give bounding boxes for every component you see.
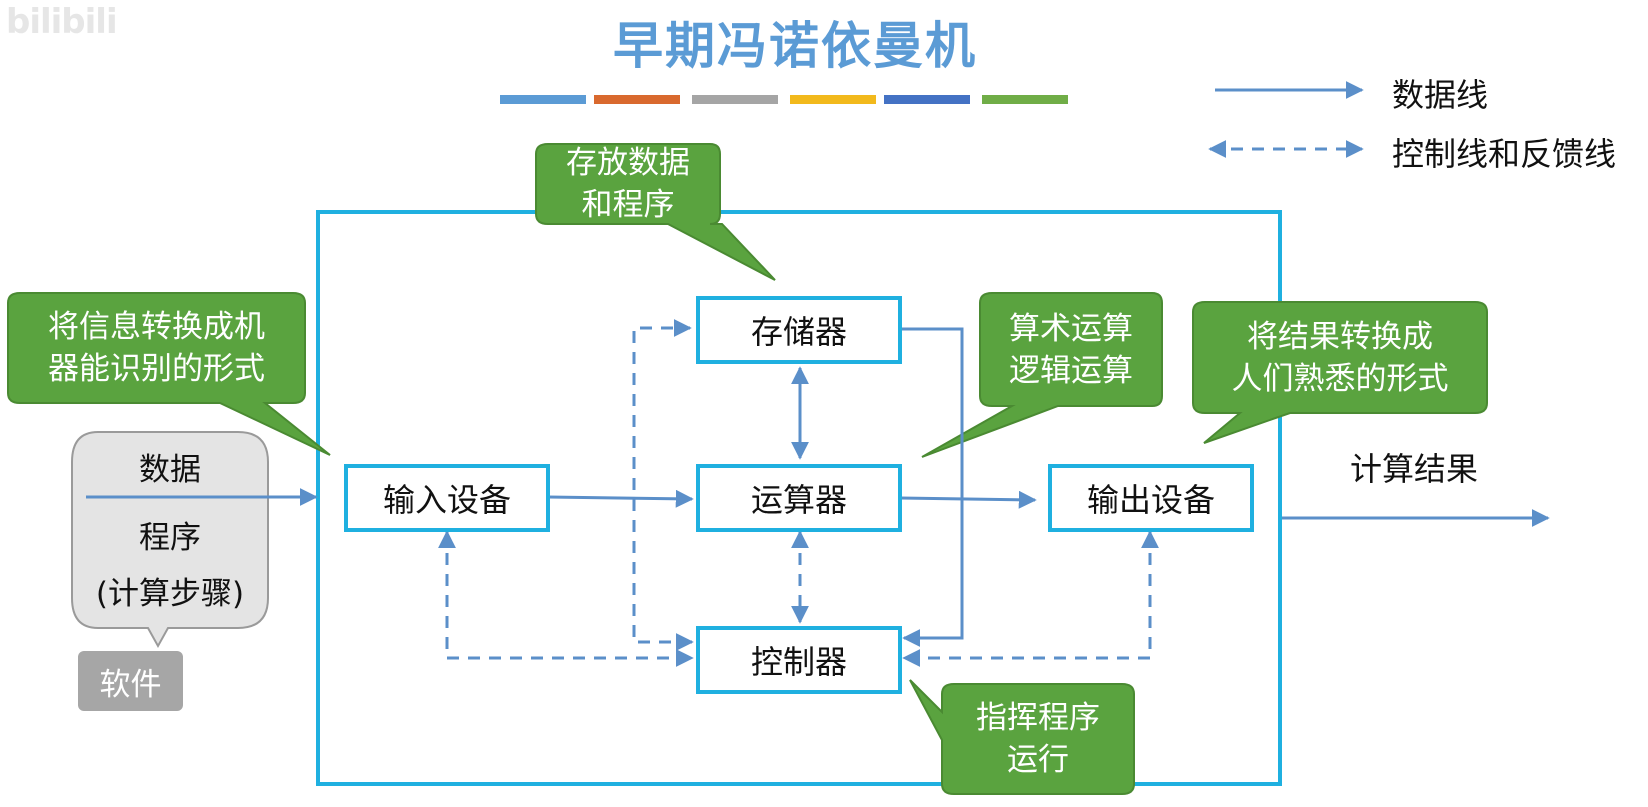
callout-controller-shape [909, 679, 1135, 795]
callout-controller-text: 指挥程序 运行 [976, 700, 1100, 778]
callout-alu-shape [921, 292, 1163, 458]
control-line-controller-input [438, 530, 694, 667]
software-bubble-shape [71, 431, 269, 649]
callout-input-text: 将信息转换成机 器能识别的形式 [48, 309, 265, 387]
software-tag: 软件 [78, 651, 183, 711]
callout-alu-text: 算术运算 逻辑运算 [1009, 310, 1133, 389]
page-title: 早期冯诺依曼机 [613, 17, 977, 75]
software-program-label: 程序 [139, 520, 201, 556]
output-device-box: 输出设备 [1048, 464, 1254, 532]
legend-data-line-label: 数据线 [1392, 76, 1489, 114]
software-steps-label: (计算步骤) [95, 576, 245, 612]
input-device-box: 输入设备 [344, 464, 550, 532]
callout-memory-text: 存放数据 和程序 [566, 145, 690, 223]
color-bar-segment [692, 95, 778, 104]
callout-output-shape [1192, 301, 1488, 444]
legend-control-line-label: 控制线和反馈线 [1392, 135, 1617, 173]
memory-box: 存储器 [696, 296, 902, 364]
title-color-bar [500, 95, 1068, 104]
bilibili-watermark: bilibili [6, 2, 118, 42]
data-line-memory-controller [900, 327, 964, 647]
color-bar-segment [790, 95, 876, 104]
callout-memory-shape [535, 143, 776, 281]
controller-box: 控制器 [696, 626, 902, 694]
control-line-controller-memory [632, 319, 694, 651]
callout-output-text: 将结果转换成 人们熟悉的形式 [1231, 318, 1449, 397]
callout-input-shape [7, 292, 331, 456]
alu-box: 运算器 [696, 464, 902, 532]
data-line-input-alu [547, 489, 694, 508]
color-bar-segment [982, 95, 1068, 104]
color-bar-segment [884, 95, 970, 104]
computer-frame [316, 210, 1282, 786]
data-line-alu-output [899, 490, 1037, 509]
color-bar-segment [594, 95, 680, 104]
control-line-controller-output [902, 530, 1159, 667]
result-label: 计算结果 [1350, 450, 1479, 488]
color-bar-segment [500, 95, 586, 104]
control-lines [438, 319, 1159, 667]
software-data-label: 数据 [139, 452, 201, 488]
